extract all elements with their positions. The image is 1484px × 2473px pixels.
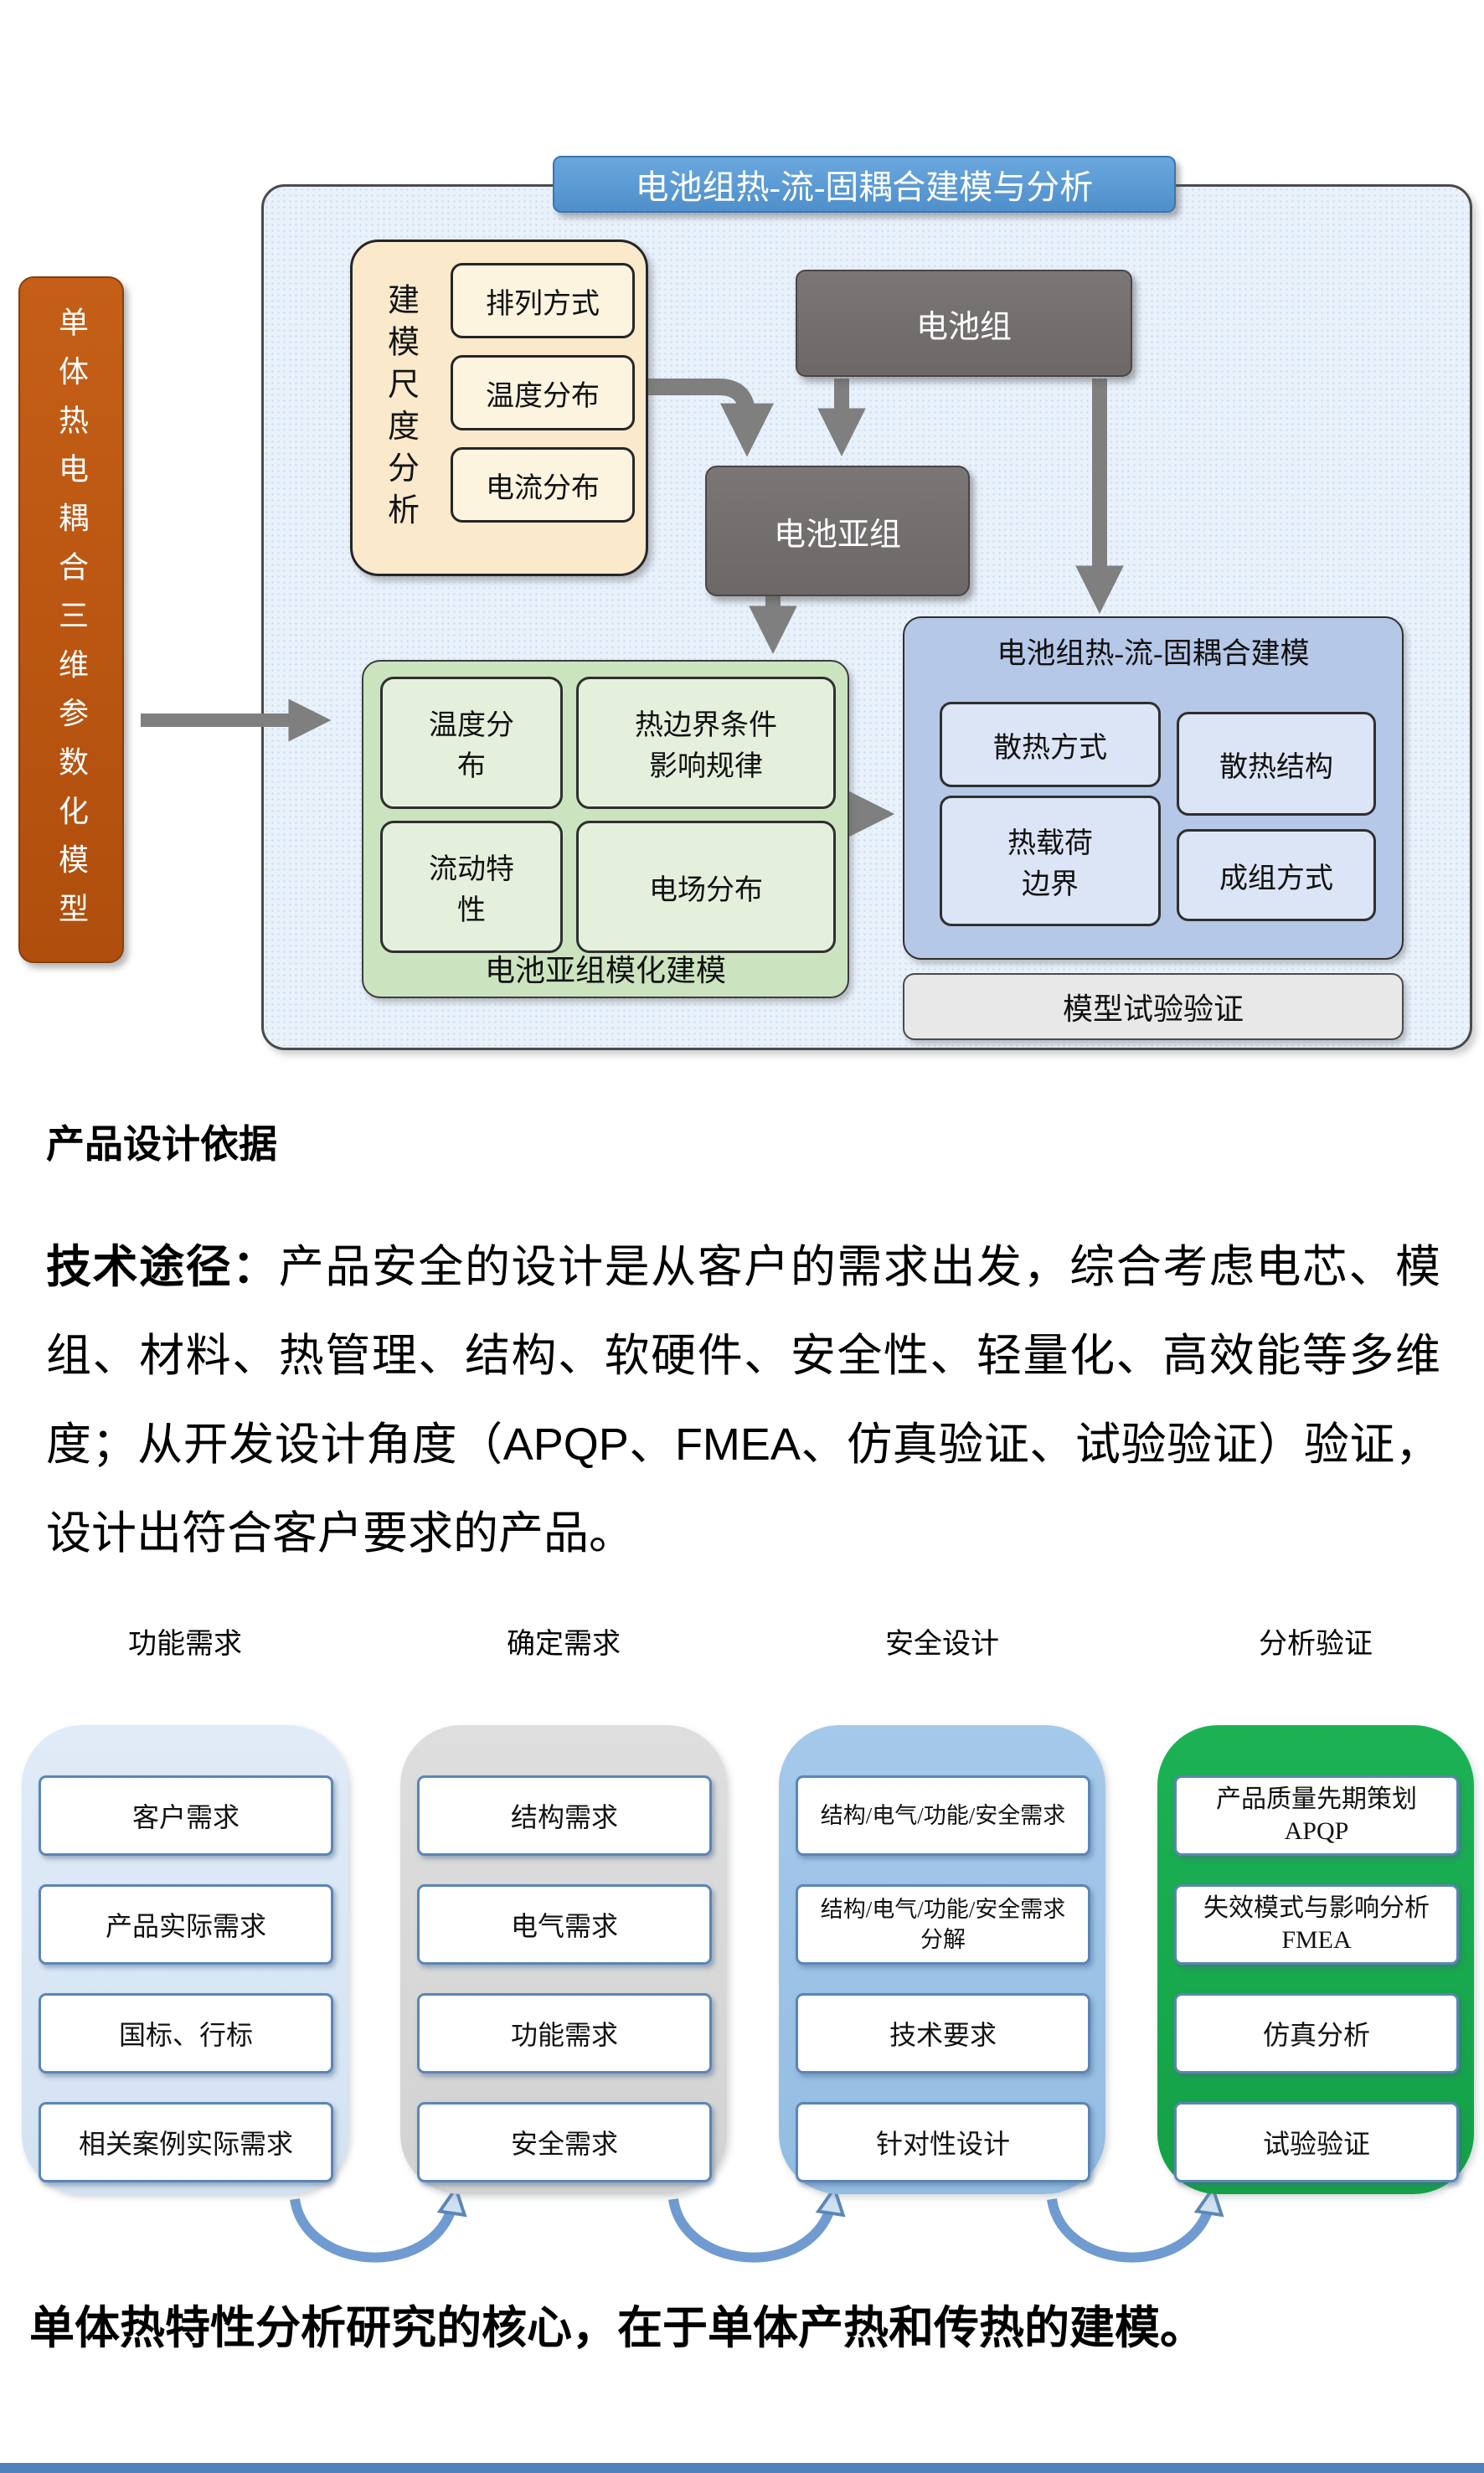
monomer-thermal-electric-model-box: 单体热电耦合三维参数化模型 [18, 276, 124, 963]
column-header-analysis-validation: 分析验证 [1259, 1628, 1373, 1660]
column-analysis-validation: 产品质量先期策划 APQP 失效模式与影响分析 FMEA 仿真分析 试验验证 [1157, 1725, 1474, 2194]
flow-item: 结构/电气/功能/安全需求 [796, 1775, 1090, 1856]
flow-item: 结构/电气/功能/安全需求 分解 [796, 1884, 1090, 1965]
tech-approach-paragraph: 技术途径：产品安全的设计是从客户的需求出发，综合考虑电芯、模组、材料、热管理、结… [46, 1223, 1440, 1578]
tech-approach-body: 产品安全的设计是从客户的需求出发，综合考虑电芯、模组、材料、热管理、结构、软硬件… [46, 1242, 1441, 1559]
flow-item: 技术要求 [796, 1993, 1090, 2074]
flow-item: 仿真分析 [1174, 1993, 1459, 2074]
flow-item: 结构需求 [417, 1775, 712, 1856]
subpack-item-temperature-distribution: 温度分 布 [380, 677, 563, 809]
scale-item-temperature: 温度分布 [451, 355, 635, 430]
column-header-safety-design: 安全设计 [885, 1628, 999, 1660]
battery-subpack-box: 电池亚组 [705, 466, 970, 596]
flow-item: 客户需求 [39, 1775, 333, 1856]
coupling-modeling-box: 电池组热-流-固耦合建模 散热方式 散热结构 热载荷 边界 成组方式 [903, 616, 1404, 960]
column-functional-requirements: 客户需求 产品实际需求 国标、行标 相关案例实际需求 [22, 1725, 348, 2194]
flow-item: 产品实际需求 [39, 1884, 333, 1965]
flow-item: 电气需求 [417, 1884, 712, 1965]
bottom-blue-bar [0, 2463, 1484, 2473]
section-heading: 产品设计依据 [46, 1122, 277, 1166]
subpack-item-electric-field: 电场分布 [576, 821, 836, 953]
battery-pack-box: 电池组 [796, 270, 1132, 377]
coupling-item-heat-dissipation-method: 散热方式 [940, 702, 1161, 787]
tech-approach-label: 技术途径： [46, 1242, 279, 1292]
footer-note: 单体热特性分析研究的核心，在于单体产热和传热的建模。 [29, 2303, 1205, 2353]
flow-item: 产品质量先期策划 APQP [1174, 1775, 1459, 1856]
column-header-requirement-definition: 确定需求 [507, 1628, 621, 1660]
modeling-scale-analysis-label: 建模尺度分析 [382, 282, 418, 535]
subpack-item-thermal-boundary: 热边界条件 影响规律 [576, 677, 836, 809]
diagram-title: 电池组热-流-固耦合建模与分析 [553, 156, 1176, 213]
subpack-modeling-label: 电池亚组模化建模 [484, 954, 726, 987]
subpack-modeling-box: 温度分 布 热边界条件 影响规律 流动特 性 电场分布 电池亚组模化建模 [362, 660, 849, 998]
scale-item-current: 电流分布 [451, 447, 635, 523]
flow-item: 功能需求 [417, 1993, 712, 2074]
column-header-functional-requirements: 功能需求 [128, 1628, 242, 1660]
subpack-item-flow-characteristics: 流动特 性 [380, 821, 563, 953]
scale-item-arrangement: 排列方式 [451, 263, 635, 338]
flow-item: 国标、行标 [39, 1993, 333, 2074]
coupling-item-grouping-method: 成组方式 [1177, 829, 1376, 921]
flow-item: 安全需求 [417, 2102, 712, 2182]
flow-item: 失效模式与影响分析 FMEA [1174, 1884, 1459, 1965]
coupling-modeling-label: 电池组热-流-固耦合建模 [997, 637, 1310, 670]
model-test-validation-box: 模型试验验证 [903, 973, 1404, 1040]
flow-item: 试验验证 [1174, 2102, 1459, 2182]
flow-item: 针对性设计 [796, 2102, 1090, 2182]
coupling-item-thermal-load-boundary: 热载荷 边界 [940, 796, 1161, 926]
column-safety-design: 结构/电气/功能/安全需求 结构/电气/功能/安全需求 分解 技术要求 针对性设… [779, 1725, 1105, 2194]
flow-item: 相关案例实际需求 [39, 2102, 333, 2182]
column-requirement-definition: 结构需求 电气需求 功能需求 安全需求 [400, 1725, 727, 2194]
coupling-item-heat-dissipation-structure: 散热结构 [1177, 712, 1376, 816]
